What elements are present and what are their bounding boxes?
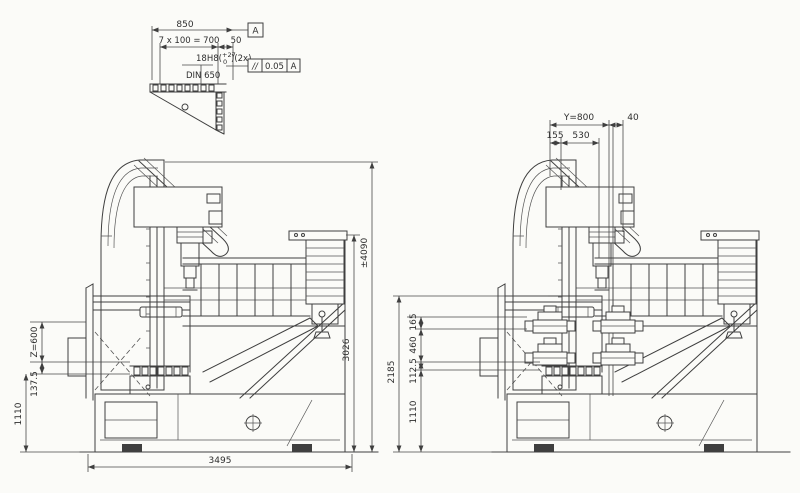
slot-spec-suffix: )(2x)	[231, 54, 251, 64]
clamp-unit	[524, 337, 576, 366]
dim-165: 165	[409, 313, 419, 330]
slot-tol-lower: 0	[223, 58, 227, 66]
dim-total-height: ±4090	[360, 238, 370, 269]
datum-a-label: A	[252, 27, 259, 37]
dim-155: 155	[546, 131, 563, 141]
tslot-plate-detail: 850 A 7 x 100 = 700 50 18H8( +27 0 )(2x)…	[149, 20, 301, 135]
dim-137-5: 137.5	[30, 371, 40, 397]
fcf-parallelism-symbol: //	[251, 62, 259, 72]
feature-control-frame: // 0.05 A	[247, 58, 301, 73]
right-side-view: Y=800 40 155 530 2185 165 460 112.5 1110	[387, 113, 791, 453]
detail-dim-7x100: 7 x 100 = 700	[159, 36, 220, 46]
dim-40: 40	[627, 113, 639, 123]
clamp-unit	[592, 337, 644, 366]
slot-spec-prefix: 18H8(	[196, 54, 222, 64]
dim-2185: 2185	[387, 361, 397, 384]
fcf-tolerance: 0.05	[265, 62, 284, 72]
detail-dim-50: 50	[231, 36, 242, 46]
detail-dim-850: 850	[176, 20, 193, 30]
slot-standard-label: DIN 650	[186, 71, 220, 81]
dim-460: 460	[409, 336, 419, 353]
fcf-datum: A	[291, 62, 297, 72]
datum-a-box	[247, 22, 264, 38]
machine-outline-right	[479, 157, 791, 453]
machine-outline-left	[67, 157, 379, 453]
dim-base-height-right: 1110	[409, 400, 419, 423]
dim-112-5: 112.5	[409, 358, 419, 384]
dim-length: 3495	[209, 456, 232, 466]
dim-y-travel: Y=800	[563, 113, 594, 123]
left-side-view: ±4090 3026 Z=600 137.5 1110 3495	[14, 157, 379, 472]
dim-z-travel: Z=600	[30, 326, 40, 357]
dim-3026: 3026	[342, 338, 352, 361]
slot-tol-upper: +27	[222, 51, 236, 59]
dim-530: 530	[572, 131, 589, 141]
dim-base-height-left: 1110	[14, 402, 24, 425]
